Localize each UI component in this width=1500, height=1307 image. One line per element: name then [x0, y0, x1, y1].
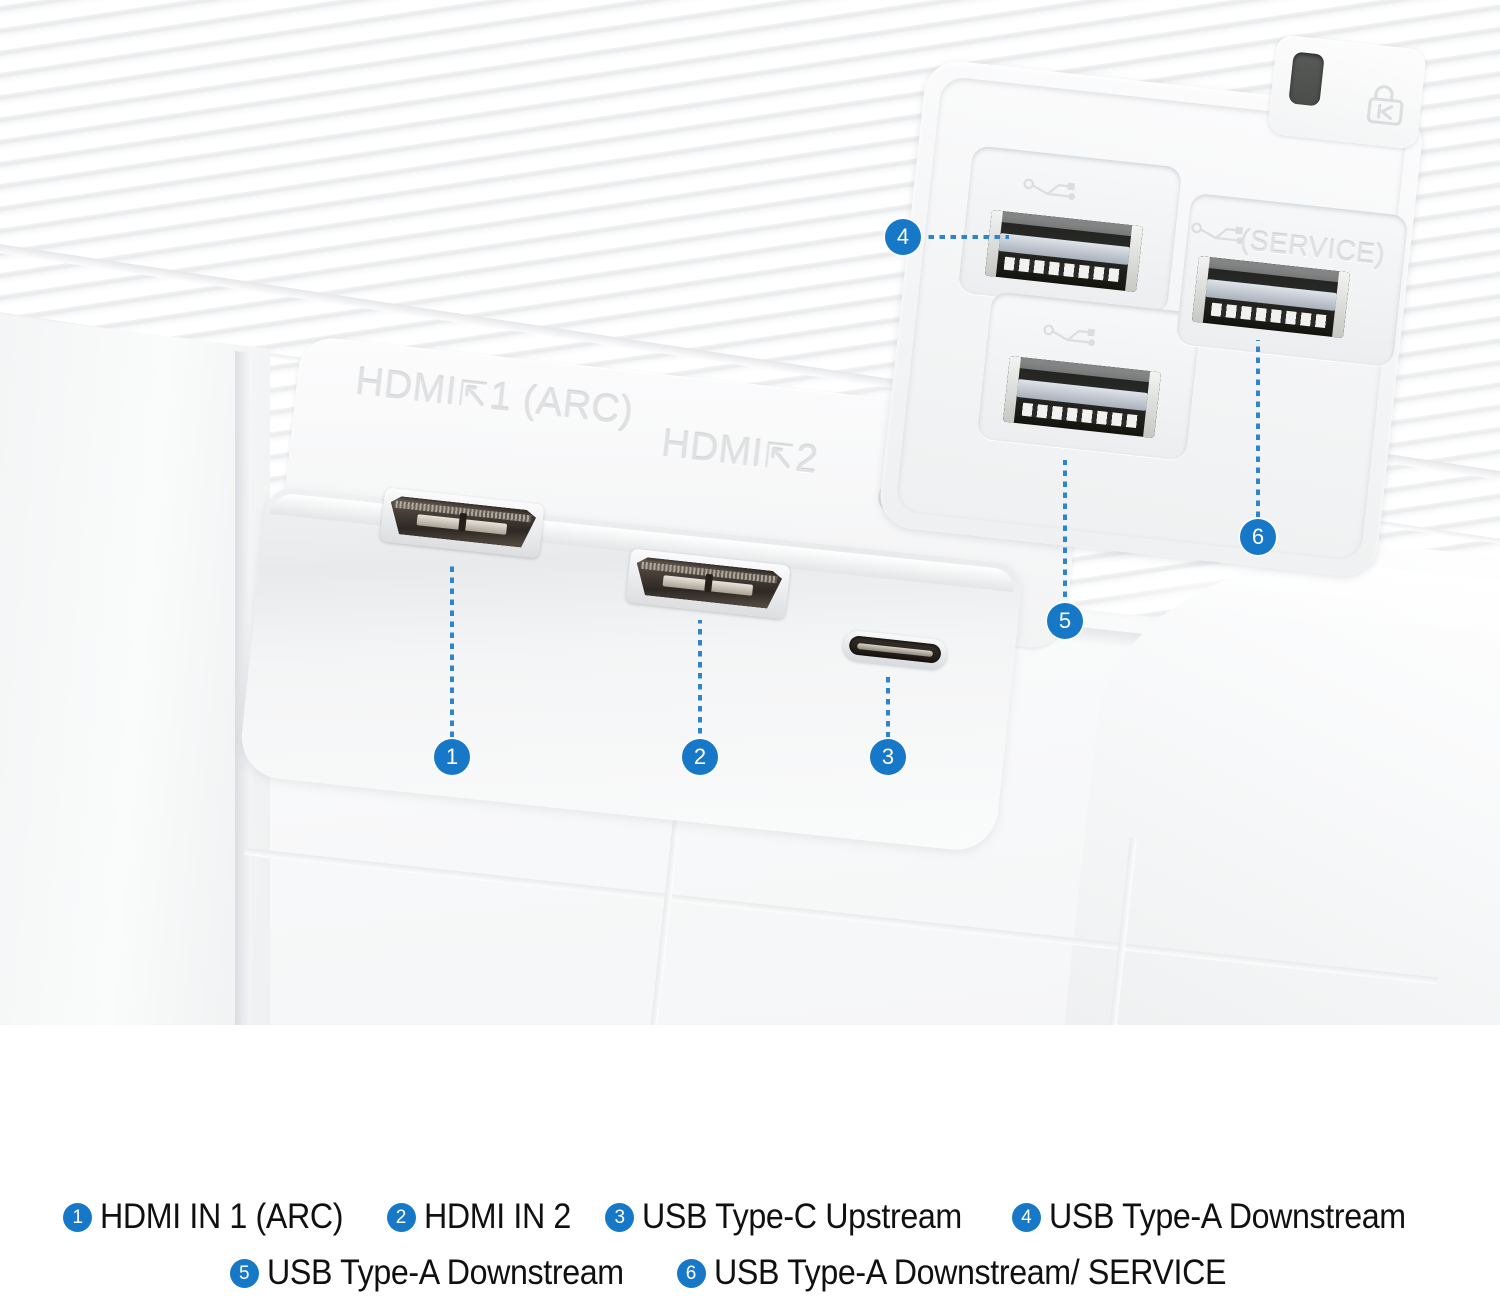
usb-trident-icon: [1023, 178, 1076, 201]
kensington-lock-icon: [1366, 85, 1404, 126]
legend-item-4: 4 USB Type-A Downstream: [1011, 1197, 1437, 1237]
usb-trident-icon: [1191, 222, 1244, 245]
callout-leader-2: [698, 620, 702, 737]
monitor-stand-neck: [0, 311, 270, 1025]
legend-badge-6: 6: [676, 1258, 706, 1288]
legend-badge-2: 2: [386, 1202, 416, 1232]
callout-marker-2[interactable]: 2: [682, 739, 718, 775]
legend-row-2: 5 USB Type-A Downstream 6 USB Type-A Dow…: [229, 1253, 1271, 1293]
legend-item-3: 3 USB Type-C Upstream: [605, 1197, 990, 1237]
hdmi-2-arrow-icon: ⇱: [762, 437, 796, 479]
kensington-lock-slot[interactable]: [1288, 51, 1325, 107]
callout-leader-3: [886, 672, 890, 737]
legend-row-1: 1 HDMI IN 1 (ARC) 2 HDMI IN 2 3 USB Type…: [63, 1197, 1437, 1237]
legend-badge-1: 1: [63, 1202, 93, 1232]
legend-label-6: USB Type-A Downstream/ SERVICE: [713, 1253, 1226, 1292]
legend-label-5: USB Type-A Downstream: [266, 1253, 624, 1292]
legend-item-1: 1 HDMI IN 1 (ARC): [63, 1197, 364, 1237]
legend-badge-4: 4: [1011, 1202, 1041, 1232]
legend-badge-5: 5: [229, 1258, 259, 1288]
callout-marker-6[interactable]: 6: [1240, 519, 1276, 555]
legend-item-2: 2 HDMI IN 2: [386, 1197, 584, 1237]
callout-leader-4: [925, 235, 1009, 239]
callout-marker-3[interactable]: 3: [870, 739, 906, 775]
usb-trident-icon: [1043, 324, 1096, 347]
legend-label-3: USB Type-C Upstream: [642, 1197, 963, 1236]
hdmi-2-label-suffix: 2: [793, 436, 821, 482]
callout-leader-6: [1256, 340, 1260, 518]
callout-marker-4[interactable]: 4: [885, 219, 921, 255]
port-legend: 1 HDMI IN 1 (ARC) 2 HDMI IN 2 3 USB Type…: [0, 1025, 1500, 1307]
callout-marker-5[interactable]: 5: [1047, 603, 1083, 639]
hdmi-arc-arrow-icon: ⇱: [456, 375, 490, 417]
callout-leader-1: [450, 561, 454, 737]
callout-marker-1[interactable]: 1: [434, 739, 470, 775]
legend-label-2: HDMI IN 2: [423, 1197, 571, 1236]
legend-item-6: 6 USB Type-A Downstream/ SERVICE: [676, 1253, 1271, 1293]
monitor-rear-photo: HDMI⇱1 (ARC) HDMI⇱2 (65W): [0, 0, 1500, 1025]
legend-badge-3: 3: [605, 1202, 635, 1232]
callout-leader-5: [1063, 460, 1067, 602]
legend-item-5: 5 USB Type-A Downstream: [229, 1253, 655, 1293]
legend-label-1: HDMI IN 1 (ARC): [100, 1197, 344, 1236]
legend-label-4: USB Type-A Downstream: [1048, 1197, 1406, 1236]
